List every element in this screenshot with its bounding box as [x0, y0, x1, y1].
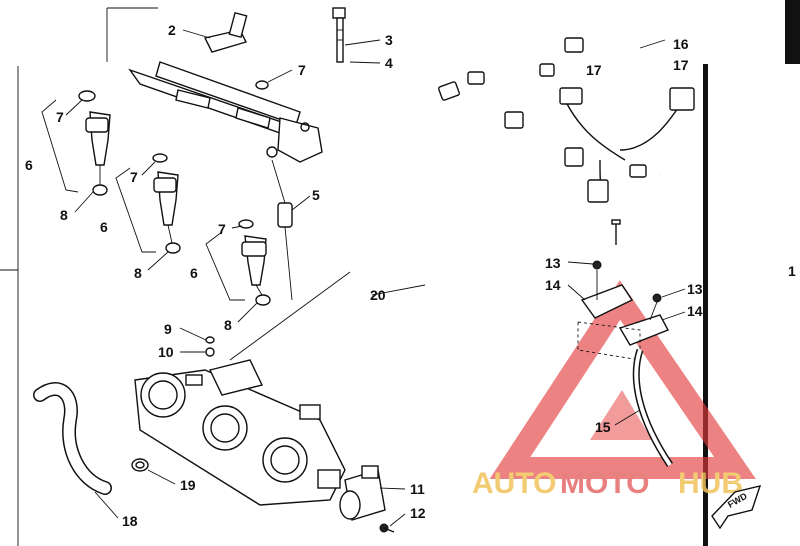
injector-3 [238, 219, 271, 306]
callout-7-b: 7 [130, 169, 138, 185]
injector-1 [78, 90, 111, 196]
callout-17-b: 17 [673, 57, 689, 73]
callout-6-b: 6 [100, 219, 108, 235]
washer-4 [255, 80, 269, 90]
fuel-rail [128, 11, 323, 163]
divider-bar [703, 64, 708, 546]
callout-8-c: 8 [224, 317, 232, 333]
callout-numbers: 2 3 4 7 5 7 6 8 7 6 8 7 6 8 9 10 11 12 1… [25, 22, 796, 529]
bracket-assembly [577, 219, 673, 467]
callout-20: 20 [370, 287, 386, 303]
hose-18 [33, 382, 112, 495]
callout-2: 2 [168, 22, 176, 38]
callout-8-a: 8 [60, 207, 68, 223]
injector-brackets [41, 99, 245, 301]
screw-12 [379, 523, 395, 533]
callout-9: 9 [164, 321, 172, 337]
callout-15: 15 [595, 419, 611, 435]
callout-6-c: 6 [190, 265, 198, 281]
callout-6-a: 6 [25, 157, 33, 173]
callout-3: 3 [385, 32, 393, 48]
watermark-moto: MOTO [560, 467, 649, 500]
bolt-3 [332, 7, 346, 63]
sensor-11 [339, 465, 386, 521]
callout-8-b: 8 [134, 265, 142, 281]
callout-7-top: 7 [298, 62, 306, 78]
wiring-harness [438, 16, 695, 203]
watermark-logo: AUTO MOTO HUB [472, 280, 756, 500]
callout-7-c: 7 [218, 221, 226, 237]
callout-5: 5 [312, 187, 320, 203]
callout-11: 11 [410, 481, 425, 497]
hose-20 [229, 256, 443, 361]
callout-18: 18 [122, 513, 138, 529]
injector-2 [152, 153, 181, 254]
callout-4: 4 [385, 55, 393, 71]
clamp-19 [131, 458, 149, 472]
callout-7-a: 7 [56, 109, 64, 125]
callout-12: 12 [410, 505, 426, 521]
callout-13-a: 13 [545, 255, 561, 271]
throttle-body [134, 336, 346, 506]
callout-1: 1 [788, 263, 796, 279]
callout-13-b: 13 [687, 281, 703, 297]
fwd-arrow: FWD [711, 485, 762, 530]
watermark-auto: AUTO [472, 467, 556, 500]
callout-10: 10 [158, 344, 174, 360]
leader-lines [65, 29, 686, 527]
callout-17-a: 17 [586, 62, 602, 78]
callout-14-a: 14 [545, 277, 561, 293]
corner-block [785, 0, 800, 64]
callout-19: 19 [180, 477, 196, 493]
callout-14-b: 14 [687, 303, 703, 319]
spacer-5 [271, 159, 293, 301]
callout-16: 16 [673, 36, 689, 52]
